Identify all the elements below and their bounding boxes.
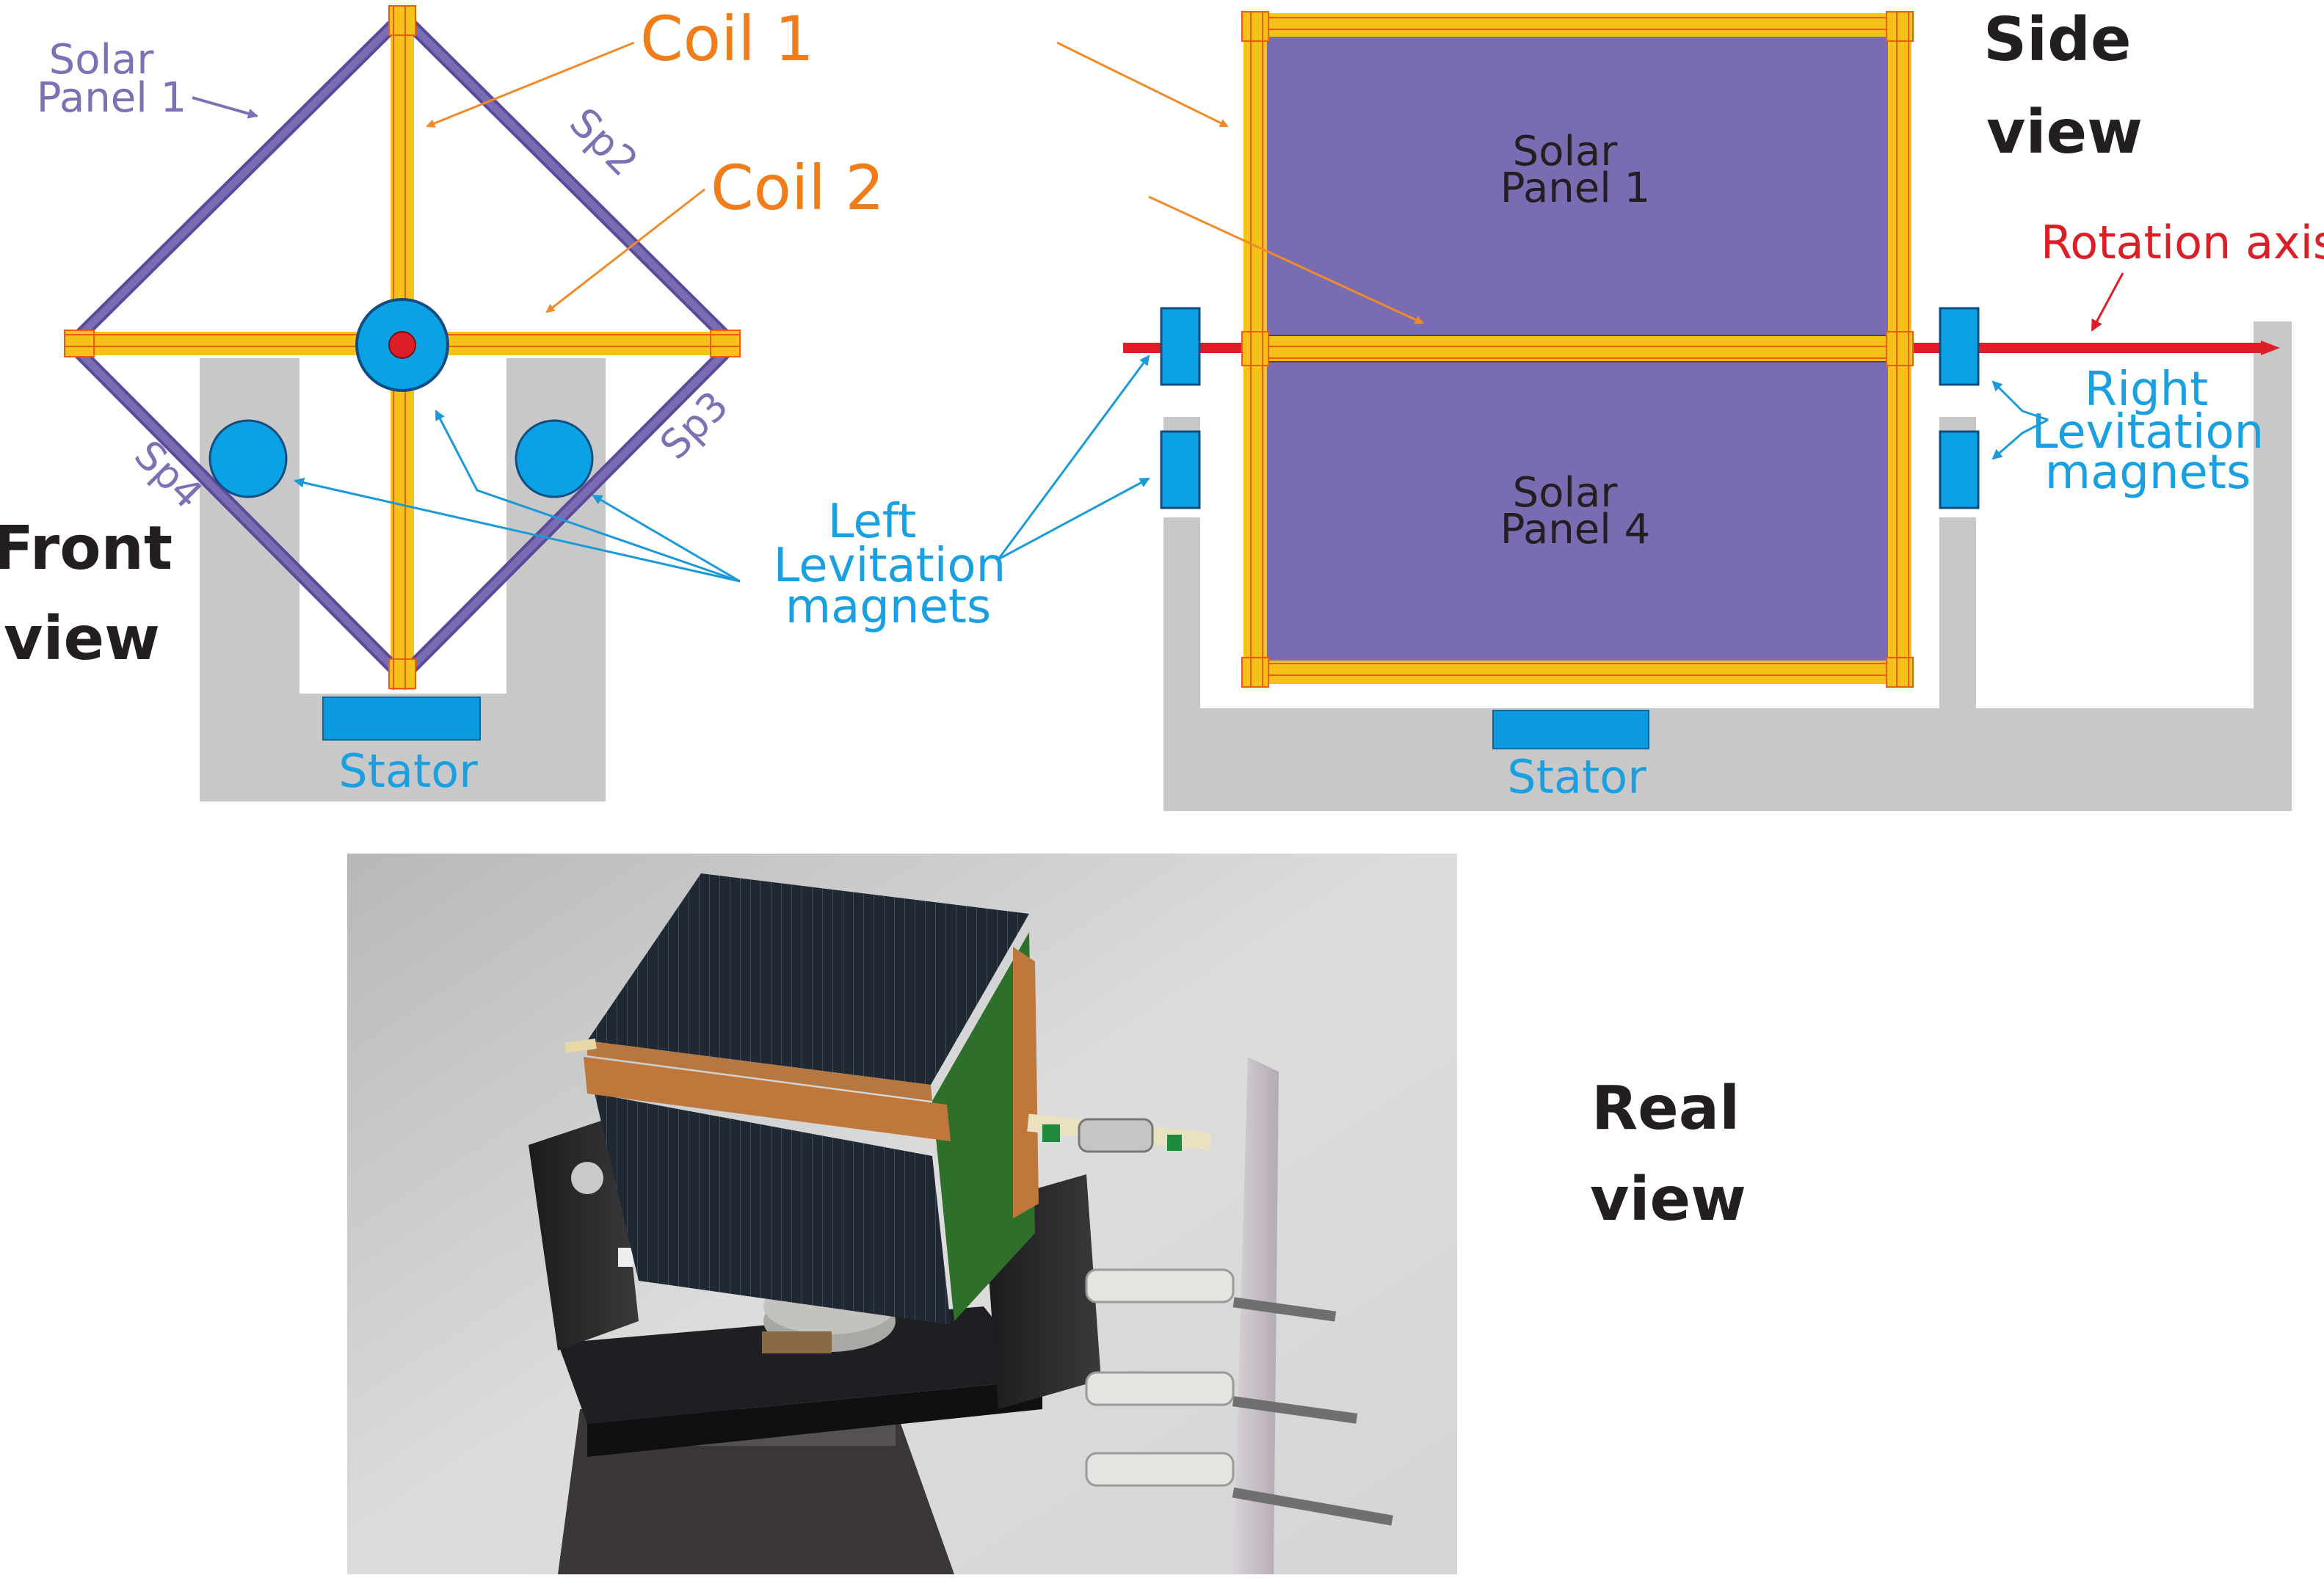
side-coil-bottom: [1243, 661, 1911, 684]
sp4-label: Sp4: [126, 432, 211, 517]
side-panel-1-label-2: Panel 1: [1500, 164, 1651, 212]
left-levitation-label-1: Left: [828, 495, 916, 549]
right-levitation-label-3: magnets: [2045, 446, 2251, 500]
side-view-heading: Side: [1983, 5, 2131, 75]
real-view-photo: [347, 854, 1457, 1574]
side-support: [1163, 321, 2292, 811]
right-levitation-label-1: Right: [2085, 363, 2209, 417]
side-panel-4-label: Solar: [1513, 469, 1619, 517]
side-right-magnet-top: [1939, 307, 1980, 386]
photo-axle-left: [564, 1039, 597, 1053]
front-right-magnet: [515, 419, 594, 498]
photo-vise: [558, 1409, 954, 1574]
photo-front-solar-panel: [595, 1094, 951, 1325]
side-view-heading-2: view: [1986, 98, 2143, 167]
side-panel-4-label-2: Panel 4: [1500, 506, 1651, 553]
photo-top-solar-panel: [587, 873, 1029, 1085]
coil1-label: Coil 1: [640, 3, 814, 75]
front-left-magnet: [208, 419, 288, 498]
side-stator: [1492, 710, 1649, 749]
rotation-axis-label: Rotation axis: [2041, 216, 2324, 269]
side-left-magnet-bottom: [1160, 430, 1201, 509]
coil2-label: Coil 2: [711, 152, 885, 224]
photo-left-bracket: [529, 1116, 639, 1350]
photo-standoffs: [1085, 1268, 1393, 1526]
left-levitation-label-2: Levitation: [774, 539, 1006, 593]
front-view-heading-2: view: [4, 604, 160, 674]
real-view-heading: Real: [1591, 1074, 1740, 1143]
side-coil-top: [1243, 13, 1911, 37]
real-view-heading-2: view: [1590, 1165, 1746, 1235]
front-stator-label: Stator: [338, 744, 478, 798]
side-left-magnet-top: [1160, 307, 1201, 386]
solar-panel-1-label-2: Panel 1: [37, 74, 187, 122]
front-view-heading: Front: [0, 514, 173, 583]
photo-platform: [558, 1306, 1042, 1424]
side-coil-middle: [1243, 336, 1911, 361]
solar-panel-1-label: Solar: [49, 36, 155, 84]
left-levitation-callout: Left Levitation magnets: [294, 354, 1150, 634]
side-view: Side view Solar Panel 1 Solar Panel 4 Ro…: [1056, 5, 2324, 811]
side-left-post-top: [1163, 417, 1200, 433]
front-stator: [322, 697, 481, 741]
sp3-label: Sp3: [651, 382, 737, 468]
side-stator-label: Stator: [1507, 750, 1646, 804]
side-right-magnet-bottom: [1939, 430, 1980, 509]
sp2-label: Sp2: [561, 99, 647, 185]
photo-coil-winding: [584, 1057, 951, 1141]
side-right-post-top: [1939, 417, 1976, 433]
front-axis-dot: [388, 331, 416, 359]
front-view: Front view Solar Panel 1 Coil 1 Coil 2 S…: [0, 3, 885, 801]
photo-acrylic-plate: [1233, 1057, 1279, 1574]
side-solar-panel-1: [1255, 29, 1900, 338]
side-panel-1-label: Solar: [1513, 128, 1619, 175]
left-levitation-label-3: magnets: [785, 580, 992, 634]
right-levitation-label-2: Levitation: [2032, 405, 2264, 459]
